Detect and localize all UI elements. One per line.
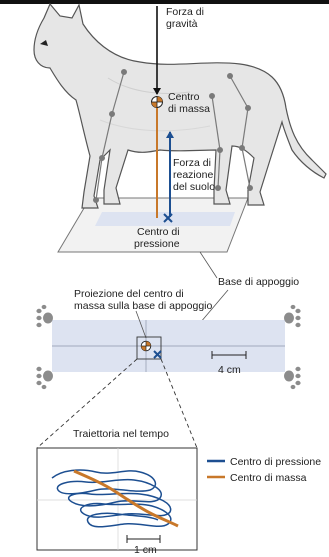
trajectory-panel	[37, 448, 197, 550]
paw-icon	[36, 367, 53, 389]
base-of-support-label: Base di appoggio	[218, 276, 299, 288]
base-leader-top	[200, 252, 217, 278]
legend-label-mass: Centro di massa	[230, 472, 307, 484]
paw-icon	[36, 305, 53, 327]
legend-label-pressure: Centro di pressione	[230, 456, 321, 468]
center-of-mass-symbol	[152, 97, 163, 108]
center-of-pressure-label: Centro di pressione	[134, 226, 183, 250]
gravity-label: Forza di gravità	[166, 6, 207, 30]
scale-label-small: 1 cm	[134, 544, 157, 556]
top-border	[0, 0, 329, 4]
scale-label-large: 4 cm	[218, 364, 241, 376]
ground-reaction-label: Forza di reazione del suolo	[173, 157, 216, 193]
projection-label: Proiezione del centro di massa sulla bas…	[74, 288, 213, 312]
paw-icon	[284, 305, 301, 327]
paw-icon	[284, 367, 301, 389]
center-of-mass-symbol	[141, 341, 151, 351]
legend: Centro di pressione Centro di massa	[207, 456, 321, 484]
trajectory-title: Traiettoria nel tempo	[73, 428, 169, 440]
